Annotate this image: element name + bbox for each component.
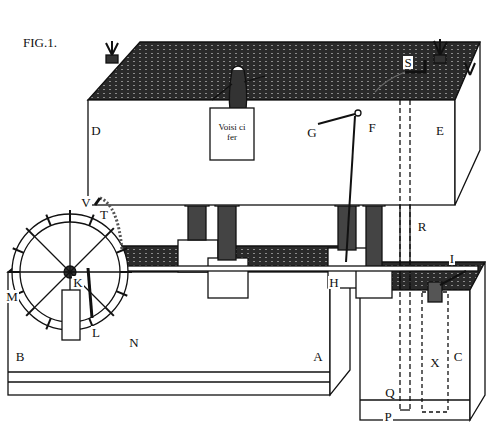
part-letter: S: [403, 56, 412, 69]
part-letter: M: [5, 290, 19, 303]
part-letter: A: [312, 350, 323, 363]
scroll-text: Voisi ci fer: [216, 123, 248, 143]
part-letter: K: [72, 276, 83, 289]
part-letter: Q: [384, 386, 395, 399]
part-letter: C: [453, 350, 464, 363]
part-letter: P: [383, 410, 392, 423]
part-letter: D: [90, 124, 101, 137]
part-letter: X: [429, 356, 440, 369]
part-letter: N: [128, 336, 139, 349]
part-letter: L: [91, 326, 101, 339]
part-letter: F: [367, 121, 376, 134]
part-letter: H: [328, 276, 339, 289]
part-letter: B: [15, 350, 26, 363]
part-letter: G: [306, 126, 317, 139]
part-letter: V: [80, 196, 91, 209]
part-letter: E: [435, 124, 445, 137]
fig-title: FIG.1.: [22, 36, 58, 49]
part-letter: I: [449, 252, 455, 265]
part-letter: R: [417, 220, 428, 233]
part-letter: T: [99, 208, 109, 221]
